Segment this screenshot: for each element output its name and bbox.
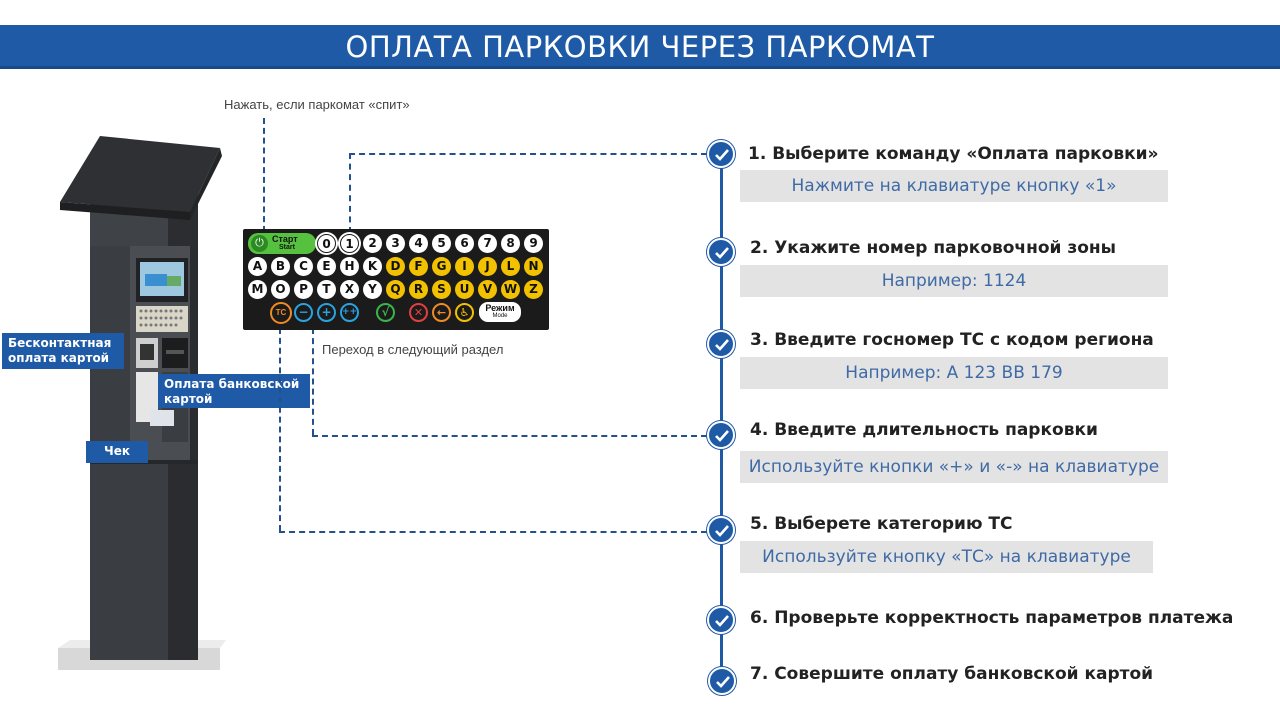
confirm-key[interactable]: √ [376,303,395,322]
step-3-check-icon [707,330,735,358]
bank-card-payment-label: Оплата банковской картой [158,374,310,408]
step-3-title: 3. Введите госномер ТС с кодом региона [750,330,1154,350]
key-S[interactable]: S [432,280,451,299]
key-M[interactable]: M [248,280,267,299]
mode-button[interactable]: Режим Mode [479,302,521,322]
key-F[interactable]: F [409,257,428,276]
step1-connector-vertical [349,153,351,233]
step-5-title: 5. Выберете категорию ТС [750,514,1013,534]
key-Q[interactable]: Q [386,280,405,299]
step-2-hint: Например: 1124 [740,265,1168,297]
step5-connector-vertical [279,328,281,531]
step-7-title: 7. Совершите оплату банковской картой [750,664,1154,684]
key-E[interactable]: E [317,257,336,276]
step-5-hint: Используйте кнопку «ТС» на клавиатуре [740,541,1153,573]
key-1[interactable]: 1 [340,234,359,253]
receipt-label: Чек [86,441,148,463]
step-1-hint: Нажмите на клавиатуре кнопку «1» [740,170,1168,202]
key-9[interactable]: 9 [524,234,543,253]
step-7-check-icon [708,667,736,695]
wake-connector [263,118,265,232]
step-4-title: 4. Введите длительность парковки [750,420,1098,440]
key-7[interactable]: 7 [478,234,497,253]
step-2-check-icon [707,238,735,266]
step-6-check-icon [707,606,735,634]
key-8[interactable]: 8 [501,234,520,253]
key-W[interactable]: W [501,280,520,299]
key-L[interactable]: L [501,257,520,276]
step4-connector-vertical [312,328,314,435]
step-2-title: 2. Укажите номер парковочной зоны [750,238,1117,258]
step-1-title: 1. Выберите команду «Оплата парковки» [748,144,1159,164]
step-5-check-icon [707,516,735,544]
key-K[interactable]: K [363,257,382,276]
key-N[interactable]: N [524,257,543,276]
key-0[interactable]: 0 [317,234,336,253]
keypad: ⏻ Старт Start 0 1 2 3 4 5 6 7 8 9 A B C … [243,229,549,330]
step-1-check-icon [707,140,735,168]
cancel-key[interactable]: ✕ [409,303,428,322]
step-4-hint: Используйте кнопки «+» и «-» на клавиату… [740,451,1168,483]
key-Z[interactable]: Z [524,280,543,299]
step4-connector-horizontal [312,435,707,437]
start-button[interactable]: ⏻ Старт Start [248,233,316,254]
next-section-caption: Переход в следующий раздел [322,342,504,357]
mode-sublabel: Mode [492,313,508,319]
step1-connector-horizontal [349,153,707,155]
minus-key[interactable]: − [294,303,313,322]
key-G[interactable]: G [432,257,451,276]
step-3-hint: Например: А 123 ВВ 179 [740,357,1168,389]
key-I[interactable]: I [455,257,474,276]
title-banner: ОПЛАТА ПАРКОВКИ ЧЕРЕЗ ПАРКОМАТ [0,25,1280,69]
back-key[interactable]: ← [432,303,451,322]
key-C[interactable]: C [294,257,313,276]
key-4[interactable]: 4 [409,234,428,253]
key-A[interactable]: A [248,257,267,276]
key-V[interactable]: V [478,280,497,299]
step-6-title: 6. Проверьте корректность параметров пла… [750,608,1234,628]
contactless-payment-label: Бесконтактная оплата картой [2,333,124,369]
key-U[interactable]: U [455,280,474,299]
key-R[interactable]: R [409,280,428,299]
key-6[interactable]: 6 [455,234,474,253]
power-icon: ⏻ [251,235,268,252]
key-P[interactable]: P [294,280,313,299]
double-plus-key[interactable]: ++ [340,303,359,322]
start-label: Старт [272,234,298,244]
plus-key[interactable]: + [317,303,336,322]
accessibility-key[interactable]: ♿ [455,303,474,322]
key-B[interactable]: B [271,257,290,276]
key-5[interactable]: 5 [432,234,451,253]
tc-key[interactable]: ТС [270,302,292,324]
page-title: ОПЛАТА ПАРКОВКИ ЧЕРЕЗ ПАРКОМАТ [345,30,935,64]
step-4-check-icon [707,421,735,449]
key-J[interactable]: J [478,257,497,276]
key-H[interactable]: H [340,257,359,276]
key-O[interactable]: O [271,280,290,299]
key-X[interactable]: X [340,280,359,299]
parking-meter-illustration [58,136,226,670]
wake-caption: Нажать, если паркомат «спит» [224,97,410,112]
key-D[interactable]: D [386,257,405,276]
key-3[interactable]: 3 [386,234,405,253]
key-Y[interactable]: Y [363,280,382,299]
key-T[interactable]: T [317,280,336,299]
key-2[interactable]: 2 [363,234,382,253]
start-sublabel: Start [279,244,295,251]
steps-timeline [720,153,723,683]
step5-connector-horizontal [279,531,707,533]
mode-label: Режим [485,303,515,313]
